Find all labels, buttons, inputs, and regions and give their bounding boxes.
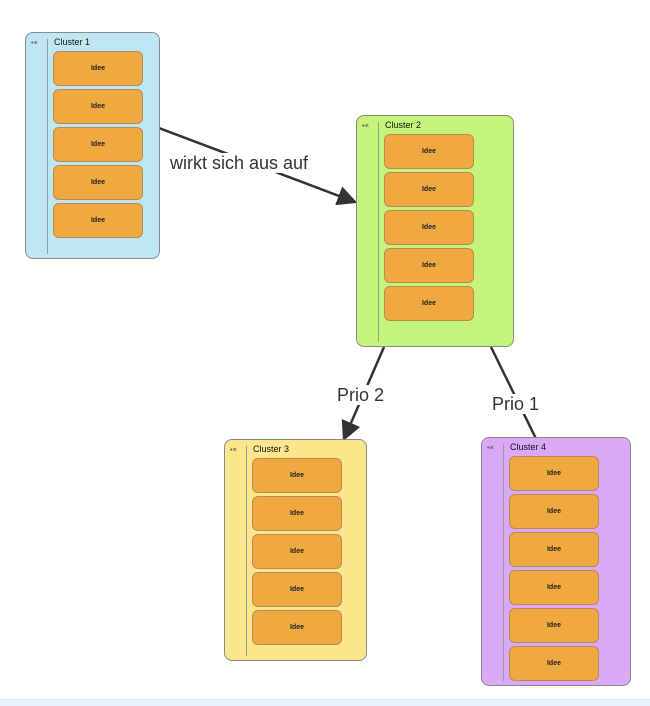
edge-label: Prio 2	[335, 385, 387, 405]
idea-card[interactable]: Idee	[252, 534, 342, 569]
outline-list-icon[interactable]: •≡	[31, 40, 38, 47]
idea-card[interactable]: Idee	[53, 203, 143, 238]
idea-card[interactable]: Idee	[384, 210, 474, 245]
idea-card[interactable]: Idee	[252, 496, 342, 531]
edge-label: Prio 1	[490, 394, 542, 414]
cluster-sidebar-divider	[503, 444, 504, 681]
idea-card[interactable]: Idee	[53, 51, 143, 86]
cluster-title[interactable]: Cluster 3	[253, 444, 290, 454]
outline-list-icon[interactable]: •≡	[487, 445, 494, 452]
idea-card[interactable]: Idee	[53, 165, 143, 200]
idea-card[interactable]: Idee	[252, 572, 342, 607]
edge-label: wirkt sich aus auf	[168, 153, 311, 173]
bottom-bar	[0, 699, 650, 706]
idea-card[interactable]: Idee	[252, 610, 342, 645]
outline-list-icon[interactable]: •≡	[362, 123, 369, 130]
idea-card[interactable]: Idee	[509, 646, 599, 681]
cluster-sidebar-divider	[378, 122, 379, 342]
idea-card[interactable]: Idee	[509, 494, 599, 529]
idea-card[interactable]: Idee	[509, 570, 599, 605]
cluster-sidebar-divider	[47, 39, 48, 254]
idea-card[interactable]: Idee	[53, 89, 143, 124]
idea-card[interactable]: Idee	[252, 458, 342, 493]
idea-card[interactable]: Idee	[384, 248, 474, 283]
cluster-title[interactable]: Cluster 1	[54, 37, 91, 47]
idea-card[interactable]: Idee	[384, 172, 474, 207]
cluster-sidebar-divider	[246, 446, 247, 656]
idea-card[interactable]: Idee	[509, 456, 599, 491]
outline-list-icon[interactable]: •≡	[230, 447, 237, 454]
idea-card[interactable]: Idee	[384, 286, 474, 321]
idea-card[interactable]: Idee	[384, 134, 474, 169]
cluster-title[interactable]: Cluster 4	[510, 442, 547, 452]
cluster-title[interactable]: Cluster 2	[385, 120, 422, 130]
idea-card[interactable]: Idee	[509, 608, 599, 643]
idea-card[interactable]: Idee	[53, 127, 143, 162]
idea-card[interactable]: Idee	[509, 532, 599, 567]
